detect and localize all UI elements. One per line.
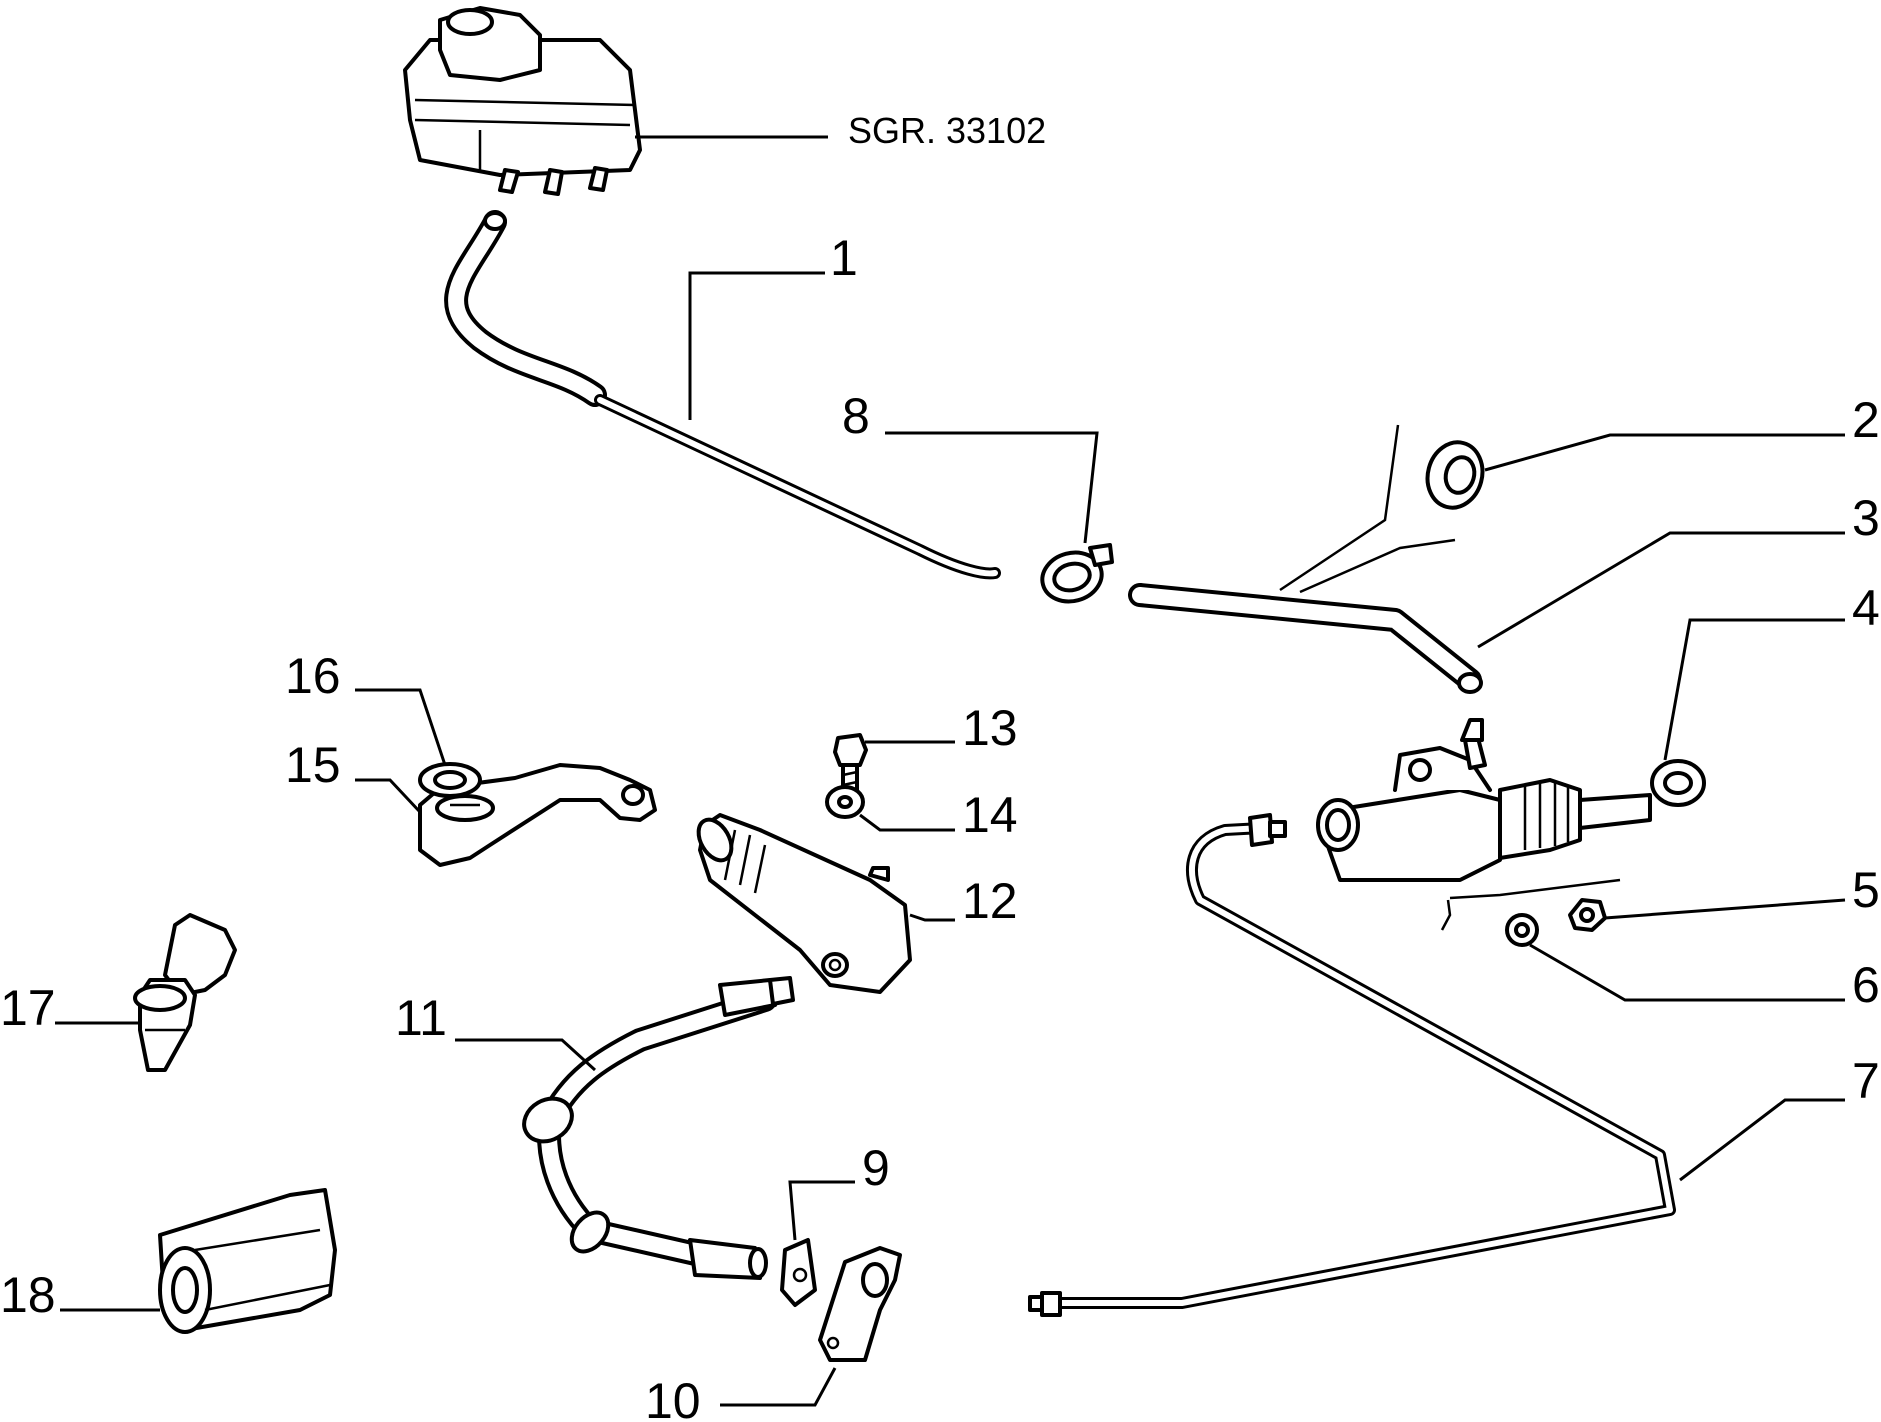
callout-13: 13 [962,700,1018,756]
part-3-supply-hose [1128,583,1483,694]
callout-12: 12 [962,873,1018,929]
part-11-flexible-hose [522,976,795,1280]
part-15-release-lever [418,763,657,867]
callout-14: 14 [962,787,1018,843]
part-12-slave-cylinder [696,813,912,994]
callout-17: 17 [0,980,56,1036]
part-6-washer [1505,913,1539,947]
reference-label-sgr: SGR. 33102 [848,110,1046,151]
part-5-nut [1568,898,1607,932]
callout-2: 2 [1852,392,1880,448]
part-17-pipe-clip [133,913,237,1072]
callout-7: 7 [1852,1053,1880,1109]
callout-16: 16 [285,648,341,704]
part-4-clutch-master-cylinder [1316,718,1706,882]
part-7-pressure-pipe [1028,813,1676,1317]
part-1-reservoir-hose [444,210,1001,580]
part-14-seal-ring [825,785,865,819]
callout-4: 4 [1852,580,1880,636]
callout-5: 5 [1852,862,1880,918]
callout-10: 10 [645,1373,701,1422]
callout-18: 18 [0,1267,56,1323]
part-16-retaining-ring [418,762,482,798]
part-10-bracket [818,1246,902,1362]
callout-9: 9 [862,1140,890,1196]
part-9-clip-plate [780,1238,817,1307]
part-8-hose-clamp [1040,543,1114,604]
callout-11: 11 [395,990,447,1046]
fluid-reservoir [403,6,642,196]
part-18-pipe-sleeve [158,1188,337,1334]
part-2-grommet [1425,440,1485,510]
callout-8: 8 [842,388,870,444]
callout-6: 6 [1852,957,1880,1013]
callout-15: 15 [285,737,341,793]
callout-3: 3 [1852,490,1880,546]
callout-1: 1 [830,230,858,286]
